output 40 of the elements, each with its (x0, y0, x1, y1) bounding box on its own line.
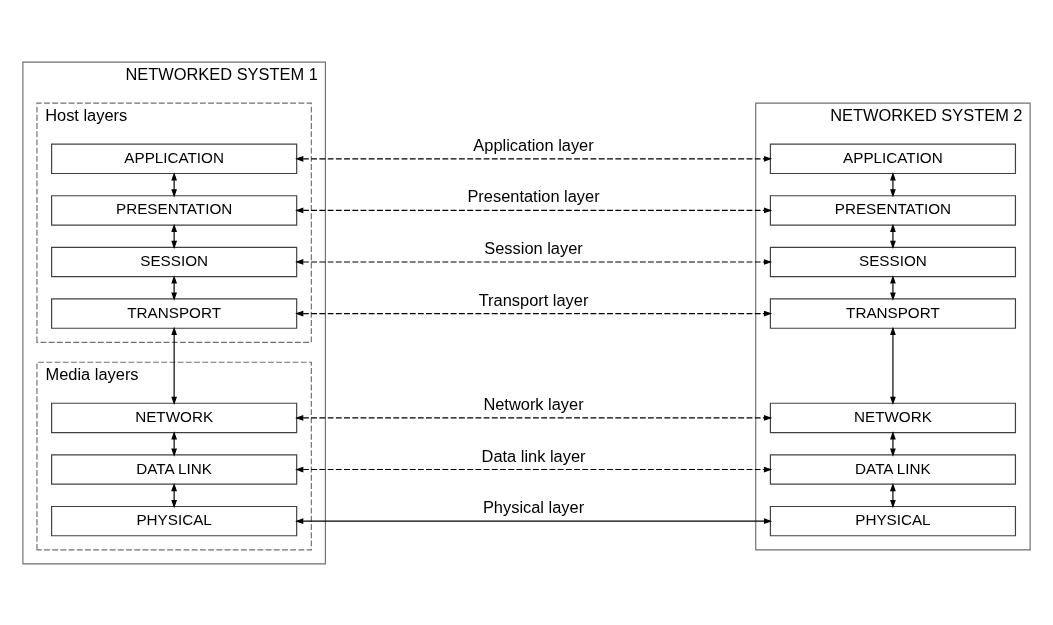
arrow (171, 274, 178, 301)
arrow (890, 326, 896, 405)
arrow (295, 207, 773, 213)
node-box: PRESENTATION (51, 194, 298, 226)
edge-label: Presentation layer (467, 186, 600, 205)
node-box: PHYSICAL (769, 505, 1017, 536)
arrow (171, 482, 178, 508)
edge-label: Session layer (484, 238, 583, 257)
node-box: PHYSICAL (51, 505, 298, 536)
arrow (171, 171, 178, 197)
arrow (171, 326, 178, 405)
arrow (890, 482, 896, 508)
edge-label: Transport layer (478, 290, 589, 309)
arrow (295, 517, 773, 524)
arrow (890, 171, 896, 197)
arrow (890, 430, 896, 457)
edge-label: Application layer (473, 135, 594, 154)
arrow (295, 310, 773, 316)
arrow (295, 466, 773, 472)
edge-label: Physical layer (482, 497, 585, 516)
arrow (295, 258, 773, 265)
node-box: APPLICATION (769, 143, 1017, 174)
node-box: SESSION (769, 246, 1017, 277)
arrow (295, 155, 773, 162)
node-box: PRESENTATION (769, 194, 1017, 226)
node-box: TRANSPORT (769, 297, 1017, 329)
node-box: TRANSPORT (51, 297, 298, 329)
edge-label: Data link layer (481, 446, 586, 465)
node-box: DATA LINK (769, 453, 1017, 485)
arrow (890, 274, 896, 301)
node-box: APPLICATION (51, 143, 298, 174)
node-box: SESSION (51, 246, 298, 277)
edge-label: Network layer (483, 394, 584, 413)
arrow (171, 430, 178, 457)
node-box: NETWORK (51, 402, 298, 433)
node-box: NETWORK (769, 402, 1017, 433)
arrow (890, 223, 896, 249)
node-box: DATA LINK (51, 453, 298, 485)
arrow (295, 414, 773, 421)
arrow (171, 223, 178, 249)
